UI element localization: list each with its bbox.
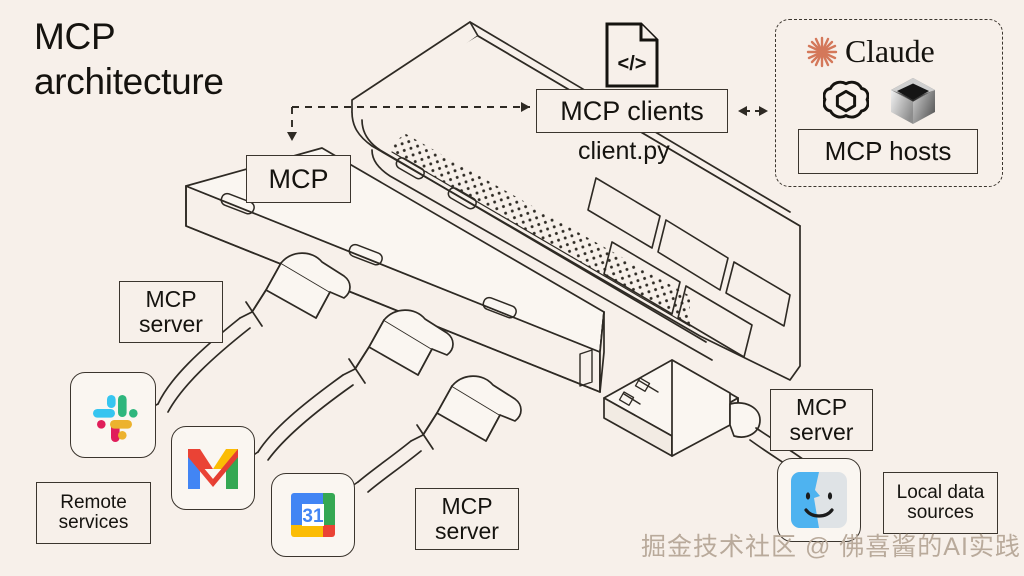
usb-c-cable-1 — [157, 252, 351, 413]
mcp-server-line2: server — [139, 311, 203, 337]
slack-app-tile — [70, 372, 156, 458]
local-data-line1: Local data — [896, 481, 985, 503]
local-data-line2: sources — [907, 502, 974, 523]
slack-icon — [93, 395, 138, 442]
mcp-server-line1: MCP — [145, 286, 197, 313]
mcp-server-box-right: MCP server — [770, 389, 873, 451]
client-py-caption: client.py — [578, 137, 670, 165]
arrowhead-to-clients — [521, 102, 530, 112]
mcp-server-box-left: MCP server — [119, 281, 223, 343]
arrowhead-right-hosts — [759, 106, 768, 116]
openai-icon — [822, 77, 870, 128]
finder-app-tile — [777, 458, 861, 542]
mcp-server-line2: server — [435, 518, 499, 544]
page-title: MCP architecture — [34, 16, 224, 102]
google-calendar-icon: 31 — [291, 493, 335, 537]
remote-services-line2: services — [58, 512, 129, 533]
arrowhead-to-mcp — [287, 132, 297, 141]
code-file-icon: </> — [605, 22, 659, 93]
mcp-server-line2: server — [789, 419, 854, 445]
watermark-text: 掘金技术社区 @ 佛喜酱的AI实践 — [641, 533, 1021, 561]
claude-burst-icon — [806, 36, 838, 67]
gmail-icon — [188, 449, 238, 489]
mcp-hosts-group — [775, 19, 1003, 187]
google-calendar-app-tile: 31 — [271, 473, 355, 557]
gmail-app-tile — [171, 426, 255, 510]
remote-services-box: Remote services — [36, 482, 151, 544]
claude-logo: Claude — [805, 33, 935, 70]
mcp-server-line1: MCP — [795, 394, 848, 421]
svg-text:</>: </> — [618, 53, 647, 75]
claude-wordmark: Claude — [845, 33, 935, 69]
local-data-sources-box: Local data sources — [883, 472, 998, 534]
mcp-hosts-box: MCP hosts — [798, 129, 978, 174]
usb-c-cable-2 — [257, 309, 454, 461]
remote-services-line1: Remote — [60, 491, 127, 513]
usb-a-connector — [603, 359, 813, 477]
mcp-label-box: MCP — [246, 155, 351, 203]
cursor-cube-icon — [889, 76, 937, 131]
finder-icon — [791, 472, 847, 528]
calendar-day-number: 31 — [302, 506, 324, 527]
laptop-body — [351, 35, 801, 381]
usb-c-cable-3 — [357, 375, 522, 493]
arrowhead-left-hosts — [738, 106, 747, 116]
laptop-keys — [587, 177, 791, 358]
mcp-server-line1: MCP — [441, 493, 493, 520]
mcp-server-box-center: MCP server — [415, 488, 519, 550]
mcp-clients-box: MCP clients — [536, 89, 728, 133]
